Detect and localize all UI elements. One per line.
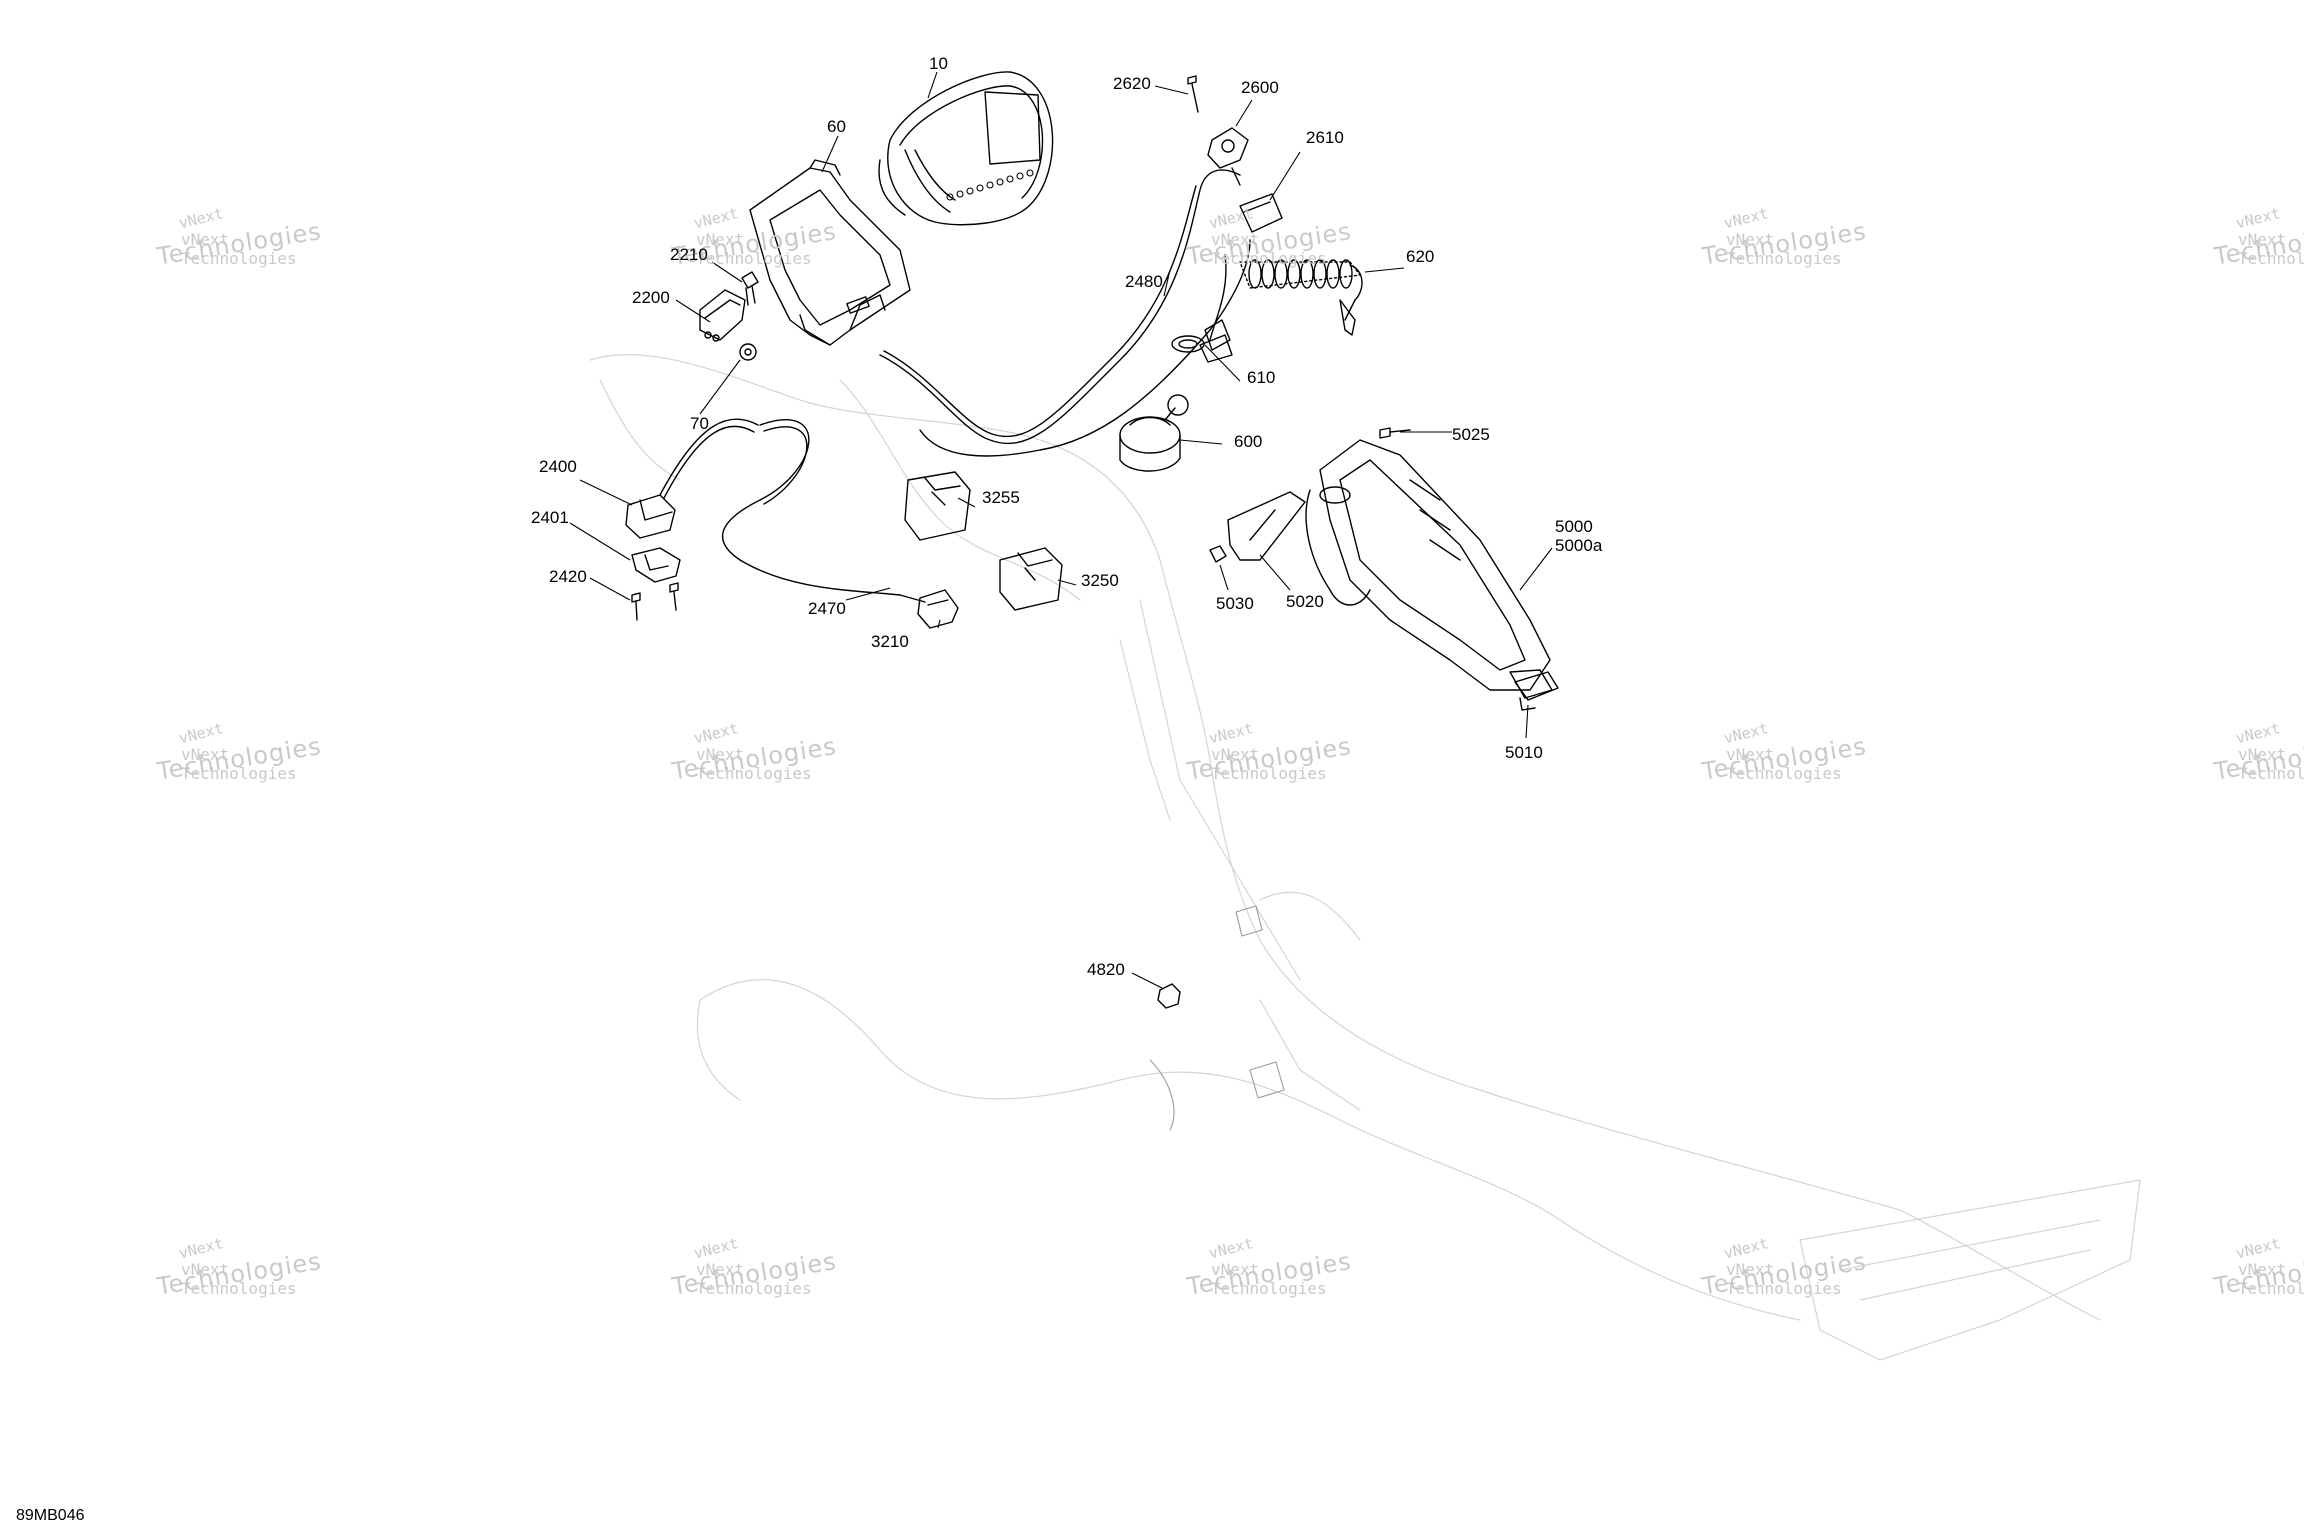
callout-5030: 5030 (1216, 594, 1254, 613)
cable-2480-part (879, 169, 1251, 457)
nut-70-part (739, 343, 757, 361)
callout-70: 70 (690, 414, 709, 433)
callout-2600: 2600 (1241, 78, 1279, 97)
callout-2610: 2610 (1306, 128, 1344, 147)
callout-5000: 5000 (1555, 517, 1593, 536)
switch-3210-part (917, 589, 959, 629)
leader-lines (569, 71, 1553, 989)
callout-600: 600 (1234, 432, 1263, 451)
vehicle-frame-ghost (589, 353, 2141, 1361)
callout-2470: 2470 (808, 599, 846, 618)
switch-2600-part (1207, 127, 1249, 186)
callout-2210: 2210 (670, 245, 708, 264)
callout-2480: 2480 (1125, 272, 1163, 291)
callout-5010: 5010 (1505, 743, 1543, 762)
boot-610-part (1171, 335, 1205, 353)
nut-4820-part (1157, 983, 1181, 1009)
coiled-cord-620-part (1199, 254, 1363, 363)
cable-2470-part (721, 419, 926, 603)
callout-2200: 2200 (632, 288, 670, 307)
nut-5030-part (1209, 545, 1227, 563)
callout-5000a: 5000a (1555, 536, 1603, 555)
clip-5010-part (1514, 671, 1559, 711)
connector-2610-part (1239, 193, 1283, 233)
callout-2401: 2401 (531, 508, 569, 527)
callout-2400: 2400 (539, 457, 577, 476)
callout-3255: 3255 (982, 488, 1020, 507)
callout-2620: 2620 (1113, 74, 1151, 93)
callout-5020: 5020 (1286, 592, 1324, 611)
bracket-5020-part (1227, 491, 1306, 561)
callout-60: 60 (827, 117, 846, 136)
connector-2200-part (699, 289, 746, 342)
instrument-cluster-part (878, 71, 1054, 226)
clamp-2401-part (631, 547, 681, 583)
switch-2400-part (625, 418, 759, 539)
screws-2420-part (631, 582, 679, 621)
callout-2420: 2420 (549, 567, 587, 586)
ecu-5000-part (1305, 439, 1553, 699)
callout-5025: 5025 (1452, 425, 1490, 444)
callout-620: 620 (1406, 247, 1435, 266)
screw-2210-part (741, 271, 759, 306)
callout-3250: 3250 (1081, 571, 1119, 590)
callout-3210: 3210 (871, 632, 909, 651)
callout-610: 610 (1247, 368, 1276, 387)
callout-10: 10 (929, 54, 948, 73)
callout-4820: 4820 (1087, 960, 1125, 979)
switch-3250-part (999, 547, 1063, 611)
switch-3255-part (904, 471, 971, 541)
cluster-bracket-part (749, 159, 911, 346)
drawing-reference-code: 89MB046 (16, 1507, 85, 1524)
frame-fitting-ghost (1149, 905, 1285, 1131)
control-600-part (1119, 394, 1189, 472)
screw-5025-part (1379, 427, 1411, 439)
screw-2620-part (1187, 75, 1199, 113)
